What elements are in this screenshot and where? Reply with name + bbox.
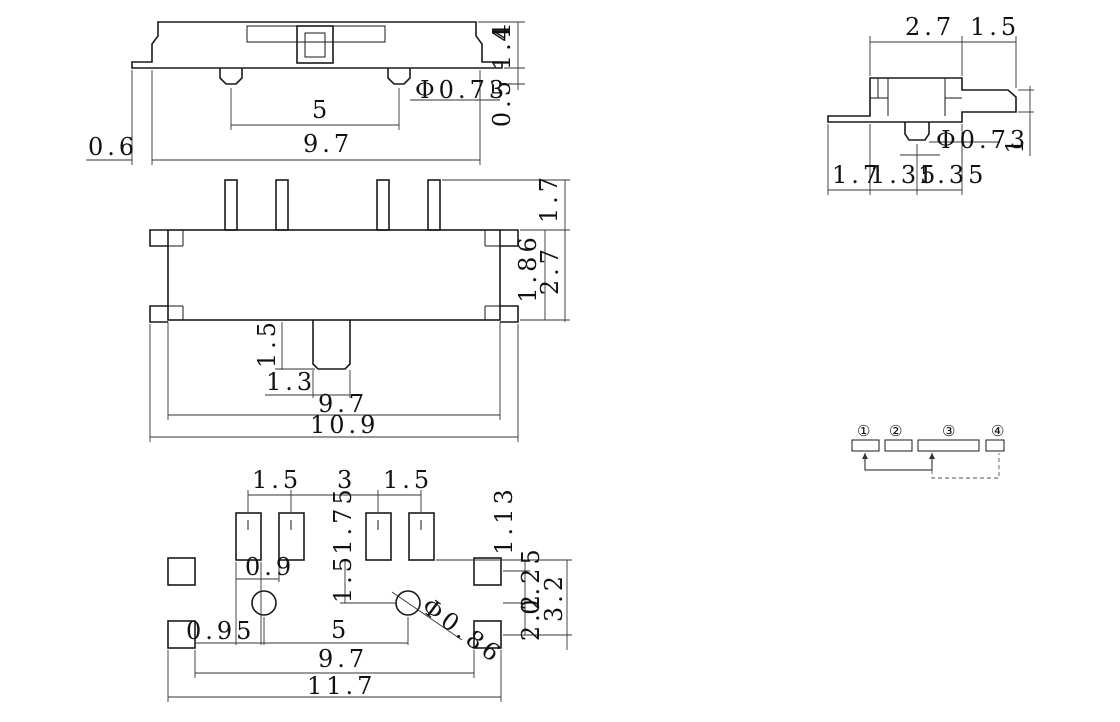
dim-label: 10.9	[310, 411, 379, 439]
front-tab-top-right	[500, 229, 519, 247]
dim-label: 0.5	[488, 77, 516, 127]
front-pin	[224, 179, 238, 231]
side-view-pin	[904, 122, 930, 141]
pin-label: ②	[889, 422, 902, 440]
pcb-pad	[278, 512, 305, 561]
pcb-hole	[251, 590, 277, 616]
dim-label: 2.7	[536, 245, 564, 295]
top-view-pin-left	[219, 68, 243, 85]
dim-label: 1.3	[266, 368, 316, 396]
top-view-knob	[296, 25, 334, 64]
dim-label: 1.86	[514, 233, 542, 302]
pcb-mount-pad	[167, 557, 196, 586]
dim-label: 5	[331, 616, 350, 644]
pcb-layout: 1.5 3 1.5 1.13 1.75 1.5 0.9 0.25 3.2 Φ0.…	[167, 466, 572, 702]
arrow-icon	[929, 453, 935, 459]
front-body	[167, 229, 501, 321]
pcb-mount-pad	[473, 557, 502, 586]
schematic-connection-dashed	[931, 453, 1000, 479]
dim-label: 0.9	[245, 553, 295, 581]
schematic-contact-3	[917, 439, 980, 452]
dim-label: Φ0.86	[416, 592, 508, 669]
side-view-outline	[827, 77, 1017, 123]
front-pin	[376, 179, 390, 231]
front-tab-bottom-right	[500, 305, 519, 323]
front-view: 1.7 1.86 2.7 1.5 1.3 9.7 10.9	[149, 173, 570, 442]
pin-label: ④	[991, 422, 1004, 440]
dim-label: 1	[1001, 134, 1029, 153]
dim-label: 4	[488, 22, 516, 41]
schematic-contact-2	[884, 439, 913, 452]
pcb-mount-pad	[473, 620, 502, 649]
dim-label: Φ0.73	[415, 76, 508, 104]
dim-label: 11.7	[307, 672, 376, 700]
pcb-pad	[235, 512, 262, 561]
dim-label: Φ0.73	[936, 126, 1029, 154]
schematic-connection-solid	[864, 453, 933, 471]
pin-label: ③	[942, 422, 955, 440]
leader-line	[391, 591, 463, 641]
dim-label: 1.5	[253, 318, 281, 368]
dim-label: 3	[337, 466, 356, 494]
top-view: 4 1.4 0.5 Φ0.73 5 9.7 0.6	[86, 20, 525, 165]
schematic-contact-1	[851, 439, 880, 452]
dim-label: 1.13	[490, 485, 518, 554]
dim-label: 9.7	[303, 130, 353, 158]
front-actuator	[312, 320, 351, 370]
pcb-pad	[365, 512, 392, 561]
dim-label: 0.25	[517, 545, 545, 614]
dim-label: 1.5	[383, 466, 433, 494]
front-pin	[275, 179, 289, 231]
front-tab-top-left	[149, 229, 168, 247]
top-view-actuator-slot	[246, 25, 386, 43]
schematic: ① ② ③ ④	[851, 422, 1005, 479]
top-view-outline	[131, 21, 503, 69]
dim-label: 9.7	[318, 645, 368, 673]
schematic-contact-4	[985, 439, 1005, 452]
arrow-icon	[862, 453, 868, 459]
top-view-knob-inner	[304, 32, 326, 58]
dim-label: 1.7	[832, 161, 882, 189]
dim-label: 1.4	[488, 20, 516, 70]
top-view-pin-right	[387, 68, 411, 85]
dim-label: 1.75	[329, 485, 357, 554]
dim-label: 0.95	[186, 617, 255, 645]
dim-label: 1.5	[329, 553, 357, 603]
dim-label: 1.5	[252, 466, 302, 494]
dim-label: 2.2	[517, 591, 545, 641]
pcb-mount-pad	[167, 620, 196, 649]
dim-label: 0.6	[88, 133, 138, 161]
dim-label: 1.35	[870, 161, 939, 189]
dim-label: 9.7	[318, 390, 368, 418]
front-tab-bottom-left	[149, 305, 168, 323]
dim-label: 1.7	[535, 173, 563, 223]
pin-label: ①	[857, 422, 870, 440]
side-view: 2.7 1.5 Φ0.73 1 1.7 1.35 1.35	[827, 13, 1034, 195]
pcb-pad	[408, 512, 435, 561]
dim-label: 1.35	[918, 161, 987, 189]
dim-label: 5	[312, 96, 331, 124]
dim-label: 1.5	[970, 13, 1020, 41]
dim-label: 2.7	[905, 13, 955, 41]
dim-label: 3.2	[540, 572, 568, 622]
front-pin	[427, 179, 441, 231]
